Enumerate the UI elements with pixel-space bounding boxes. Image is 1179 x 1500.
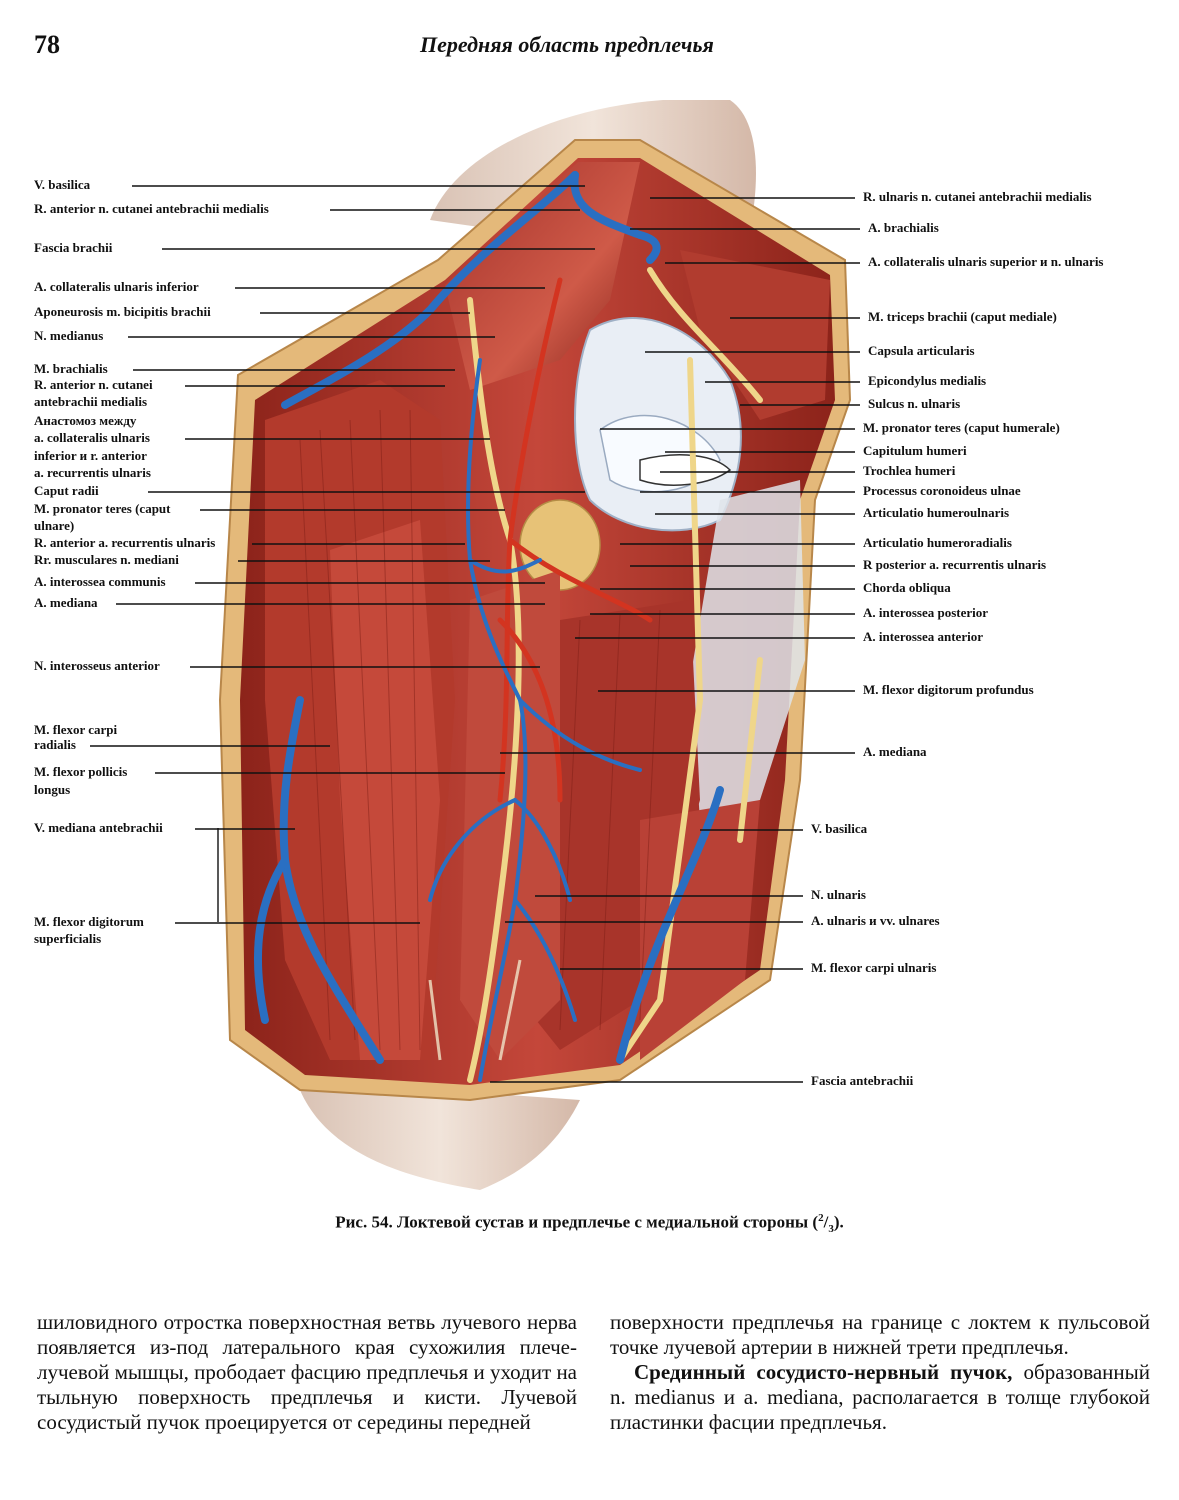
flexor-carpi-ulnaris — [640, 800, 760, 1060]
figure-label: M. pronator teres (caput humerale) — [863, 420, 1060, 435]
figure-label: V. basilica — [34, 177, 91, 192]
ligament-region — [690, 480, 805, 820]
triceps-muscle — [680, 250, 830, 420]
figure-label: Epicondylus medialis — [868, 373, 987, 388]
figure-label: a. collateralis ulnaris — [34, 430, 150, 445]
figure-label: Trochlea humeri — [863, 463, 956, 478]
figure-label: M. flexor digitorum — [34, 914, 144, 929]
figure-label: antebrachii medialis — [34, 394, 148, 409]
figure-label: A. interossea anterior — [863, 629, 983, 644]
figure-caption: Рис. 54. Локтевой сустав и предплечье с … — [335, 1212, 844, 1236]
figure-label: R. ulnaris n. cutanei antebrachii medial… — [863, 189, 1092, 204]
figure-label: A. mediana — [863, 744, 927, 759]
figure-label: inferior и r. anterior — [34, 448, 147, 463]
paragraph: Срединный сосудисто-нервный пучок, образ… — [610, 1360, 1150, 1434]
figure-label: Chorda obliqua — [863, 580, 951, 595]
figure-label: M. flexor pollicis — [34, 764, 128, 779]
figure-label: M. flexor digitorum profundus — [863, 682, 1034, 697]
nerves — [467, 267, 763, 1083]
figure-label: A. collateralis ulnaris inferior — [34, 279, 199, 294]
figure-label: M. pronator teres (caput — [34, 501, 171, 516]
bold-term: Срединный сосудисто-нервный пучок, — [634, 1360, 1013, 1384]
anatomy-illustration — [90, 100, 860, 1190]
figure-label: A. brachialis — [868, 220, 939, 235]
figure-label: R. anterior a. recurrentis ulnaris — [34, 535, 216, 550]
figure-label: V. mediana antebrachii — [34, 820, 163, 835]
figure-label: R. anterior n. cutanei antebrachii media… — [34, 201, 269, 216]
figure-label: superficialis — [34, 931, 102, 946]
figure-label: A. mediana — [34, 595, 98, 610]
figure-label: Articulatio humeroradialis — [863, 535, 1012, 550]
figure-label: N. interosseus anterior — [34, 658, 160, 673]
caption-fraction-numerator: 2 — [818, 1212, 824, 1224]
figure-label: V. basilica — [811, 821, 868, 836]
figure-label: Articulatio humeroulnaris — [863, 505, 1010, 520]
figure-label: Анастомоз между — [34, 413, 137, 428]
figure-label: Rr. musculares n. mediani — [34, 552, 179, 567]
figure-label: Fascia brachii — [34, 240, 113, 255]
page-number: 78 — [34, 30, 60, 59]
caption-fraction-denominator: 3 — [828, 1223, 834, 1236]
figure-label: M. triceps brachii (caput mediale) — [868, 309, 1057, 324]
forearm-skin — [300, 1080, 580, 1190]
figure-label: Aponeurosis m. bicipitis brachii — [34, 304, 211, 319]
figure-label: ulnare) — [34, 518, 75, 533]
figure-label: R posterior a. recurrentis ulnaris — [863, 557, 1047, 572]
body-text-right-column: поверхности предплечья на границе с локт… — [610, 1310, 1150, 1435]
paragraph: поверхности предплечья на границе с локт… — [610, 1310, 1150, 1359]
figure-label: M. brachialis — [34, 361, 108, 376]
figure-label: A. ulnaris и vv. ulnares — [811, 913, 940, 928]
running-title: Передняя область предплечья — [420, 32, 714, 57]
figure-label: N. ulnaris — [811, 887, 866, 902]
arteries — [497, 277, 653, 803]
figure-label: M. flexor carpi — [34, 722, 118, 737]
figure-label: a. recurrentis ulnaris — [34, 465, 151, 480]
figure-label: Capitulum humeri — [863, 443, 967, 458]
figure-label: Sulcus n. ulnaris — [868, 396, 961, 411]
figure-label: radialis — [34, 737, 76, 752]
figure-label: Capsula articularis — [868, 343, 975, 358]
veins — [254, 171, 724, 1064]
figure-label: R. anterior n. cutanei — [34, 377, 153, 392]
brachialis-muscle — [445, 162, 640, 390]
figure-label: longus — [34, 782, 71, 797]
figure-label: Fascia antebrachii — [811, 1073, 914, 1088]
figure-label: A. interossea posterior — [863, 605, 989, 620]
figure-label: M. flexor carpi ulnaris — [811, 960, 937, 975]
figure-label: N. medianus — [34, 328, 104, 343]
figure-label: Caput radii — [34, 483, 99, 498]
body-text-left-column: шиловидного отростка поверхностная ветвь… — [37, 1310, 577, 1435]
figure-label: Processus coronoideus ulnae — [863, 483, 1021, 498]
figure-label: A. interossea communis — [34, 574, 166, 589]
figure-label: A. collateralis ulnaris superior и n. ul… — [868, 254, 1104, 269]
paragraph: шиловидного отростка поверхностная ветвь… — [37, 1310, 577, 1434]
